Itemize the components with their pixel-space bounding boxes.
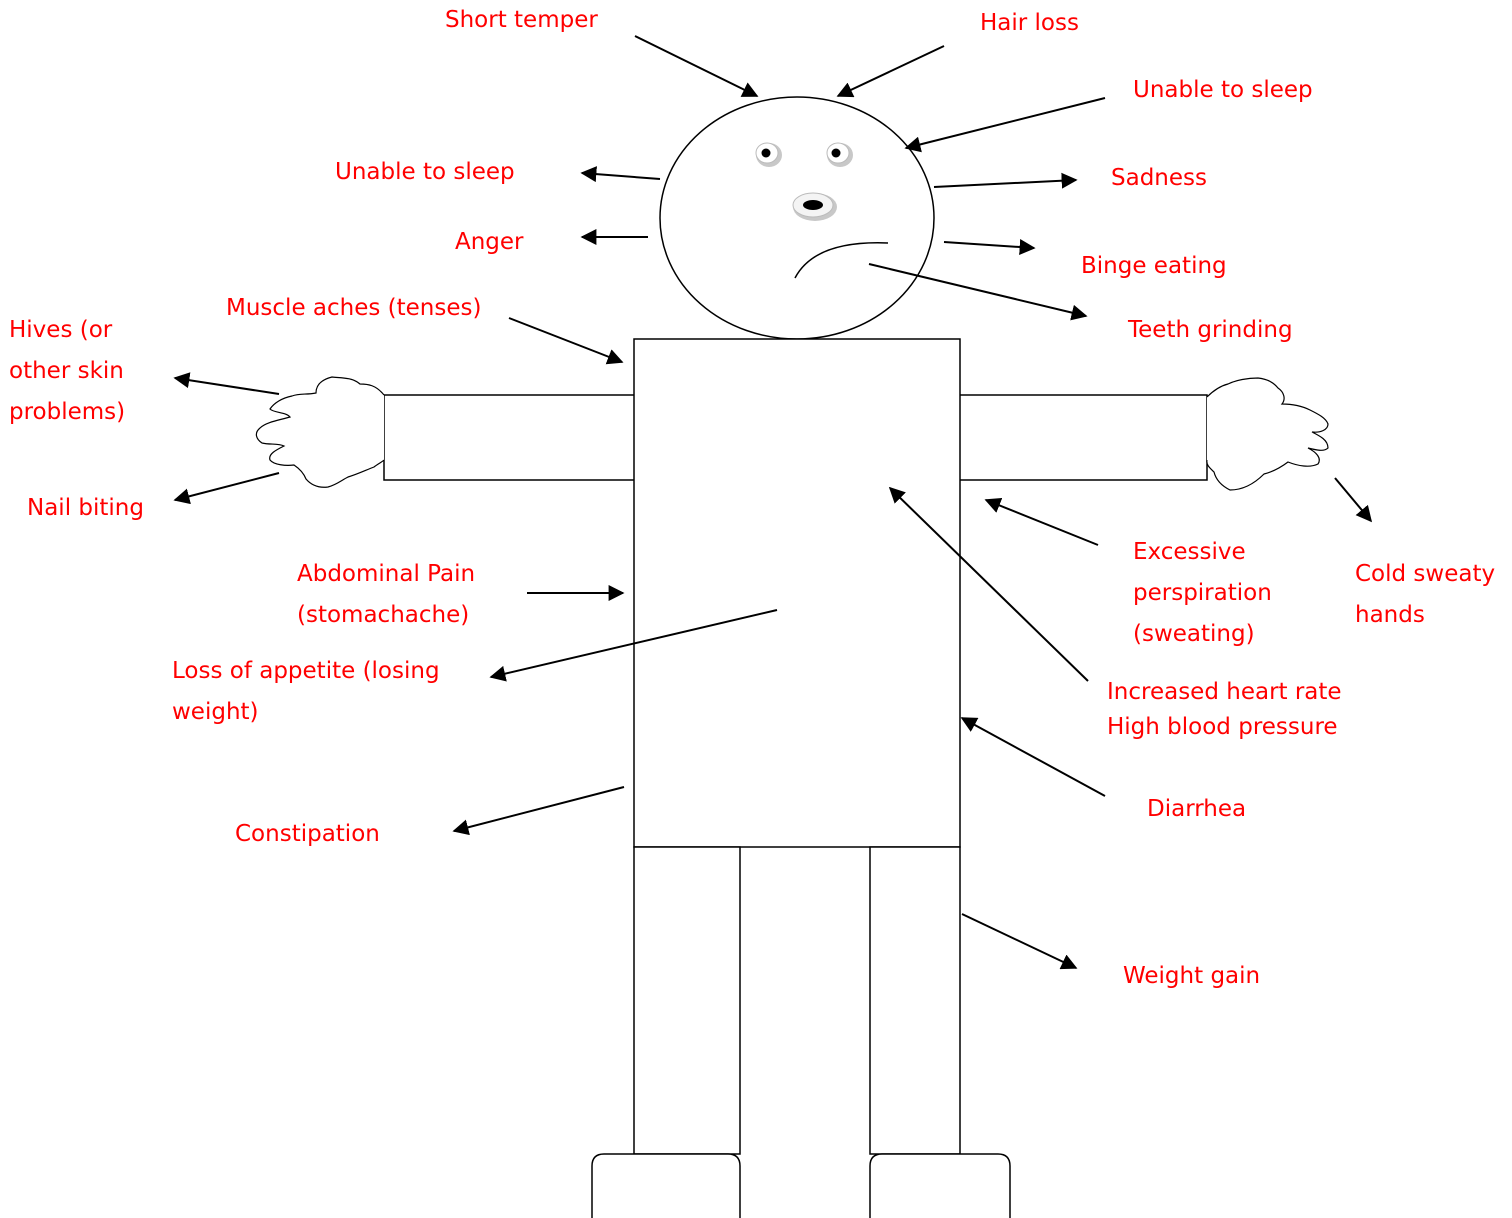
arrow-sadness — [934, 180, 1076, 187]
left-eye — [756, 143, 782, 167]
arrow-unable-to-sleep-right — [906, 98, 1105, 148]
label-binge-eating: Binge eating — [1081, 246, 1227, 287]
label-increased-heart-rate: Increased heart rate High blood pressure — [1107, 675, 1342, 745]
arrow-unable-to-sleep-left — [582, 173, 660, 179]
label-excessive-perspiration-line: Excessive — [1133, 532, 1272, 573]
right-arm — [959, 395, 1207, 480]
label-loss-of-appetite-line: Loss of appetite (losing — [172, 651, 440, 692]
label-sadness: Sadness — [1111, 158, 1207, 199]
arrow-binge-eating — [944, 242, 1034, 248]
label-nail-biting: Nail biting — [27, 488, 144, 529]
label-loss-of-appetite-line: weight) — [172, 692, 440, 733]
arrow-constipation — [454, 787, 624, 831]
arrow-hives — [175, 378, 279, 394]
label-unable-to-sleep-left: Unable to sleep — [335, 152, 515, 193]
head — [660, 97, 934, 339]
label-weight-gain: Weight gain — [1123, 956, 1260, 997]
left-foot — [592, 1154, 740, 1218]
label-constipation: Constipation — [235, 814, 380, 855]
label-hives: Hives (or other skin problems) — [9, 310, 125, 433]
label-cold-sweaty-hands-line: Cold sweaty — [1355, 554, 1495, 595]
label-diarrhea: Diarrhea — [1147, 789, 1246, 830]
arrow-hair-loss — [838, 46, 944, 96]
label-loss-of-appetite: Loss of appetite (losing weight) — [172, 651, 440, 733]
left-leg — [634, 847, 740, 1154]
arrow-weight-gain — [962, 914, 1076, 968]
label-excessive-perspiration-line: perspiration — [1133, 573, 1272, 614]
label-unable-to-sleep-right: Unable to sleep — [1133, 70, 1313, 111]
label-cold-sweaty-hands-line: hands — [1355, 595, 1495, 636]
label-hair-loss: Hair loss — [980, 3, 1079, 44]
label-hives-line: problems) — [9, 392, 125, 433]
arrow-muscle-aches — [509, 318, 622, 362]
label-short-temper: Short temper — [445, 0, 598, 41]
label-excessive-perspiration-line: (sweating) — [1133, 614, 1272, 655]
label-excessive-perspiration: Excessive perspiration (sweating) — [1133, 532, 1272, 655]
label-abdominal-pain-line: (stomachache) — [297, 595, 475, 636]
left-arm — [384, 395, 635, 480]
label-abdominal-pain-line: Abdominal Pain — [297, 554, 475, 595]
label-increased-heart-rate-line: Increased heart rate — [1107, 675, 1342, 710]
label-muscle-aches: Muscle aches (tenses) — [226, 288, 481, 329]
label-cold-sweaty-hands: Cold sweaty hands — [1355, 554, 1495, 636]
arrow-diarrhea — [962, 718, 1105, 796]
label-hives-line: Hives (or — [9, 310, 125, 351]
arrow-short-temper — [635, 36, 757, 96]
arrow-excessive-perspiration — [986, 500, 1098, 545]
label-increased-heart-rate-line: High blood pressure — [1107, 710, 1342, 745]
label-abdominal-pain: Abdominal Pain (stomachache) — [297, 554, 475, 636]
label-anger: Anger — [455, 222, 524, 263]
torso — [634, 339, 960, 847]
right-leg — [870, 847, 960, 1154]
right-foot — [870, 1154, 1010, 1218]
label-hives-line: other skin — [9, 351, 125, 392]
label-teeth-grinding: Teeth grinding — [1128, 310, 1293, 351]
arrow-nail-biting — [175, 473, 279, 500]
nose — [793, 193, 837, 221]
right-hand — [1207, 378, 1328, 490]
right-eye — [827, 143, 853, 167]
arrow-cold-sweaty-hands — [1335, 478, 1371, 521]
